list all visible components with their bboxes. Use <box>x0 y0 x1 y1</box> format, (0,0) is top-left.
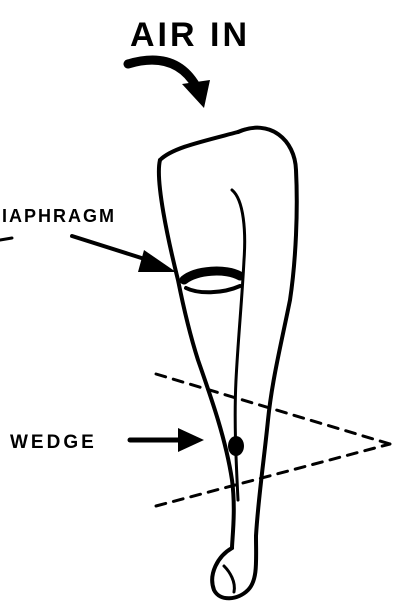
air-in-arrow <box>128 60 210 108</box>
tube-top-left <box>160 132 238 160</box>
wedge-arrow <box>130 428 204 452</box>
label-wedge: WEDGE <box>10 432 97 453</box>
diaphragm-arrow <box>72 236 176 272</box>
label-diaphragm: IAPHRAGM <box>2 206 116 226</box>
diaphragm-band <box>184 271 240 280</box>
title-air-in: AIR IN <box>130 16 250 54</box>
wedge-dash-lower <box>156 444 390 506</box>
wedge-dot <box>228 436 244 456</box>
tube-outer-wall <box>238 128 297 536</box>
tube-inner-wall <box>159 160 234 548</box>
diaphragm-band-lower <box>186 286 240 292</box>
diaphragm-left-tick <box>0 238 12 240</box>
